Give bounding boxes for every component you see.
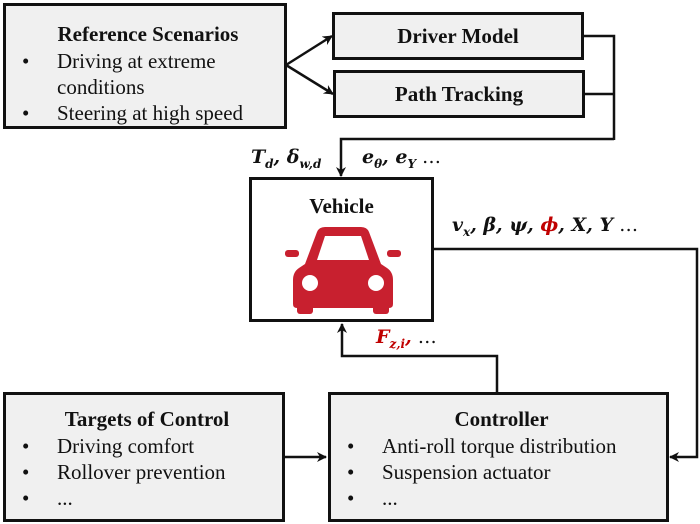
path-tracking-title: Path Tracking bbox=[394, 82, 524, 106]
slip-yaw-symbols: , β, ψ, bbox=[470, 214, 541, 236]
controller-list: • Anti-roll torque distribution • Suspensi… bbox=[337, 433, 666, 511]
bullet: • bbox=[22, 486, 30, 510]
reference-scenarios-title: Reference Scenarios bbox=[57, 22, 239, 46]
bullet: • bbox=[22, 49, 30, 73]
controller-title: Controller bbox=[454, 407, 549, 431]
list-item-text: ... bbox=[57, 486, 73, 510]
driver-model-box: Driver Model bbox=[332, 12, 584, 60]
lateral-error-subscript: Y bbox=[407, 157, 417, 171]
separator: , bbox=[273, 146, 287, 168]
steer-angle-subscript: w,d bbox=[299, 157, 322, 171]
torque-symbol: T bbox=[251, 146, 266, 168]
list-item: • Driving at extreme conditions bbox=[12, 48, 284, 100]
tracking-error-label: eθ, eY … bbox=[362, 146, 441, 171]
vehicle-title: Vehicle bbox=[309, 194, 374, 218]
ellipsis: … bbox=[411, 326, 437, 348]
position-symbols: , X, Y bbox=[558, 214, 614, 236]
torque-subscript: d bbox=[265, 157, 274, 171]
list-item-text: Rollover prevention bbox=[57, 460, 226, 484]
separator: , bbox=[405, 326, 412, 348]
list-item: •... bbox=[337, 485, 666, 511]
bullet: • bbox=[22, 460, 30, 484]
list-item-text: Steering at high speed bbox=[57, 101, 244, 125]
targets-of-control-list: • Driving comfort • Rollover prevention •.… bbox=[12, 433, 282, 511]
ellipsis: … bbox=[416, 146, 442, 168]
reference-scenarios-box: Reference Scenarios • Driving at extreme … bbox=[3, 3, 287, 129]
bullet: • bbox=[347, 486, 355, 510]
path-tracking-box: Path Tracking bbox=[333, 70, 585, 118]
list-item: • Steering at high speed bbox=[12, 100, 284, 126]
list-item: • Anti-roll torque distribution bbox=[337, 433, 666, 459]
targets-of-control-box: Targets of Control • Driving comfort • Rol… bbox=[3, 392, 285, 522]
arrow-ref-to-tracking bbox=[285, 63, 334, 96]
targets-of-control-title: Targets of Control bbox=[64, 407, 230, 431]
lateral-error-symbol: e bbox=[395, 146, 408, 168]
force-subscript: z,i bbox=[389, 337, 406, 351]
list-item-text: Driving at extreme conditions bbox=[57, 49, 216, 99]
car-icon bbox=[285, 227, 401, 314]
list-item: • Driving comfort bbox=[12, 433, 282, 459]
bullet: • bbox=[347, 434, 355, 458]
ellipsis: … bbox=[613, 214, 639, 236]
bullet: • bbox=[22, 101, 30, 125]
bullet: • bbox=[347, 460, 355, 484]
driver-input-label: Td, δw,d bbox=[251, 146, 321, 171]
velocity-subscript: x bbox=[463, 225, 471, 239]
list-item-text: Anti-roll torque distribution bbox=[382, 434, 617, 458]
vehicle-states-label: vx, β, ψ, ϕ, X, Y … bbox=[452, 214, 638, 239]
force-symbol: F bbox=[376, 326, 390, 348]
steer-angle-symbol: δ bbox=[286, 146, 300, 168]
separator: , bbox=[382, 146, 396, 168]
list-item: • Suspension actuator bbox=[337, 459, 666, 485]
heading-error-subscript: θ bbox=[374, 157, 383, 171]
arrow-vehicle-to-controller bbox=[434, 247, 699, 462]
controller-box: Controller • Anti-roll torque distributio… bbox=[328, 392, 669, 522]
arrow-controller-to-vehicle bbox=[337, 323, 499, 392]
line-driver-to-bus bbox=[583, 34, 616, 140]
list-item-text: ... bbox=[382, 486, 398, 510]
arrow-bus-to-vehicle bbox=[336, 137, 614, 177]
arrow-ref-to-driver bbox=[285, 34, 333, 67]
list-item-text: Driving comfort bbox=[57, 434, 195, 458]
list-item: •... bbox=[12, 485, 282, 511]
bullet: • bbox=[22, 434, 30, 458]
driver-model-title: Driver Model bbox=[397, 24, 519, 48]
vehicle-box: Vehicle bbox=[249, 177, 434, 322]
list-item-text: Suspension actuator bbox=[382, 460, 551, 484]
heading-error-symbol: e bbox=[362, 146, 375, 168]
list-item: • Rollover prevention bbox=[12, 459, 282, 485]
velocity-symbol: v bbox=[452, 214, 464, 236]
roll-angle-symbol: ϕ bbox=[540, 214, 559, 236]
reference-scenarios-list: • Driving at extreme conditions • Steering… bbox=[12, 48, 284, 126]
vertical-force-label: Fz,i, … bbox=[376, 326, 437, 351]
